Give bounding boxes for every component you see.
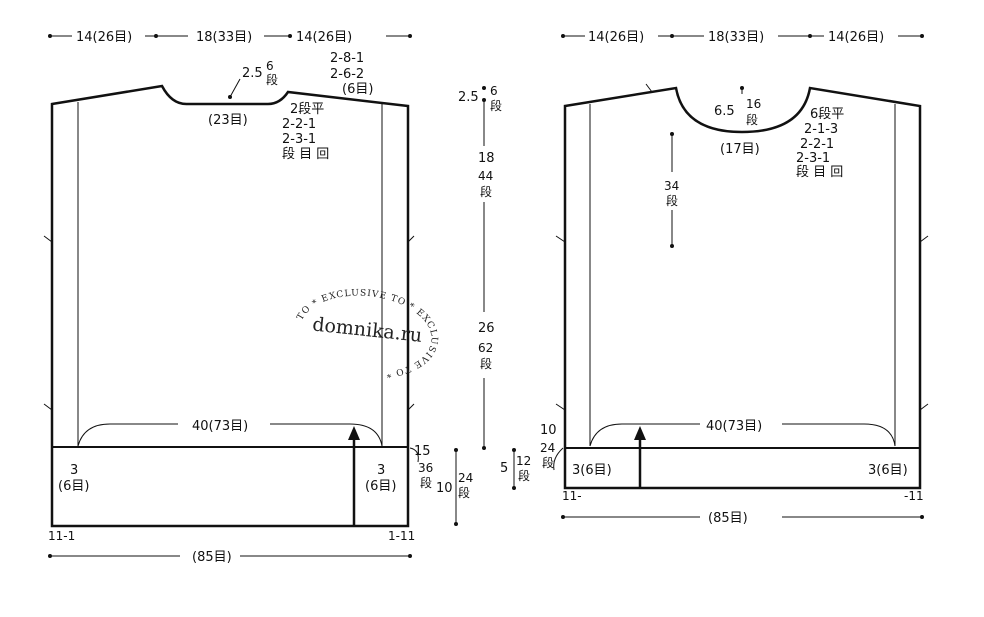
front-neck-depth-rows-num: 16 xyxy=(746,97,761,111)
back-side-height: 15 xyxy=(414,444,431,459)
front-neck-depth: 6.5 xyxy=(714,104,735,119)
back-neck-dec-3: (6目) xyxy=(342,82,373,97)
front-shoulder-2: 2-1-3 xyxy=(804,122,838,137)
back-shoulder-4: 段 目 回 xyxy=(282,147,329,162)
scale-top: 2.5 xyxy=(458,90,479,105)
front-bottom-width: (85目) xyxy=(708,511,748,526)
scale-mid-rows-num: 44 xyxy=(478,169,493,183)
back-side-left-1: 3 xyxy=(70,463,78,478)
back-corner-right: 1-11 xyxy=(388,529,415,543)
back-top-width-right: 14(26目) xyxy=(296,30,352,45)
front-corner-right: -11 xyxy=(904,489,924,503)
front-neck-stitches: (17目) xyxy=(720,142,760,157)
front-top-width-center: 18(33目) xyxy=(708,30,764,45)
back-hem-rows-num: 24 xyxy=(458,471,473,485)
scale-top-rows-num: 6 xyxy=(490,84,498,98)
front-neck-depth-rows-unit: 段 xyxy=(746,112,758,127)
front-ribbing-width: 40(73目) xyxy=(706,419,762,434)
front-center-rows-num: 34 xyxy=(664,179,679,193)
back-corner-left: 11-1 xyxy=(48,529,75,543)
front-corner-left: 11- xyxy=(562,489,582,503)
scale-low-rows-num: 62 xyxy=(478,341,493,355)
back-side-right-1: 3 xyxy=(377,463,385,478)
front-hem-rows-unit: 段 xyxy=(518,468,530,483)
watermark-stamp: domnika.ru TO * EXCLUSIVE TO * EXCLUSIVE… xyxy=(290,282,443,384)
front-shoulder-1: 6段平 xyxy=(810,107,844,122)
back-neck-dec-2: 2-6-2 xyxy=(330,67,364,82)
scale-top-rows-unit: 段 xyxy=(490,98,502,113)
back-neck-dec-1: 2-8-1 xyxy=(330,51,364,66)
front-outline xyxy=(563,86,922,490)
front-side-height: 10 xyxy=(540,423,557,438)
scale-mid: 18 xyxy=(478,151,495,166)
back-piece xyxy=(43,34,458,558)
watermark-site: domnika.ru xyxy=(311,313,423,346)
front-side-right: 3(6目) xyxy=(868,463,908,478)
front-shoulder-5: 段 目 回 xyxy=(796,165,843,180)
length-scale xyxy=(482,86,486,450)
front-side-height-rows-unit: 段 xyxy=(542,455,554,470)
front-top-width-right: 14(26目) xyxy=(828,30,884,45)
back-side-left-2: (6目) xyxy=(58,479,89,494)
scale-mid-rows-unit: 段 xyxy=(480,184,492,199)
front-piece xyxy=(512,34,929,519)
front-side-height-rows-num: 24 xyxy=(540,441,555,455)
back-hem-height: 10 xyxy=(436,481,453,496)
back-top-width-left: 14(26目) xyxy=(76,30,132,45)
back-neck-depth-rows-num: 6 xyxy=(266,59,274,73)
front-hem-height: 5 xyxy=(500,461,508,476)
back-top-width-center: 18(33目) xyxy=(196,30,252,45)
front-side-left: 3(6目) xyxy=(572,463,612,478)
back-shoulder-3: 2-3-1 xyxy=(282,132,316,147)
back-bottom-width: (85目) xyxy=(192,550,232,565)
back-ribbing-width: 40(73目) xyxy=(192,419,248,434)
front-shoulder-4: 2-3-1 xyxy=(796,151,830,166)
back-side-right-2: (6目) xyxy=(365,479,396,494)
back-side-height-rows-unit: 段 xyxy=(420,475,432,490)
scale-low: 26 xyxy=(478,321,495,336)
back-outline xyxy=(50,84,410,528)
back-shoulder-2: 2-2-1 xyxy=(282,117,316,132)
back-neck-stitches: (23目) xyxy=(208,113,248,128)
back-neck-depth-rows-unit: 段 xyxy=(266,72,278,87)
scale-low-rows-unit: 段 xyxy=(480,356,492,371)
back-hem-rows-unit: 段 xyxy=(458,485,470,500)
front-shoulder-3: 2-2-1 xyxy=(800,137,834,152)
back-neck-depth: 2.5 xyxy=(242,66,263,81)
front-center-rows-unit: 段 xyxy=(666,193,678,208)
back-side-height-rows-num: 36 xyxy=(418,461,433,475)
back-shoulder-1: 2段平 xyxy=(290,102,324,117)
front-top-width-left: 14(26目) xyxy=(588,30,644,45)
front-hem-rows-num: 12 xyxy=(516,454,531,468)
